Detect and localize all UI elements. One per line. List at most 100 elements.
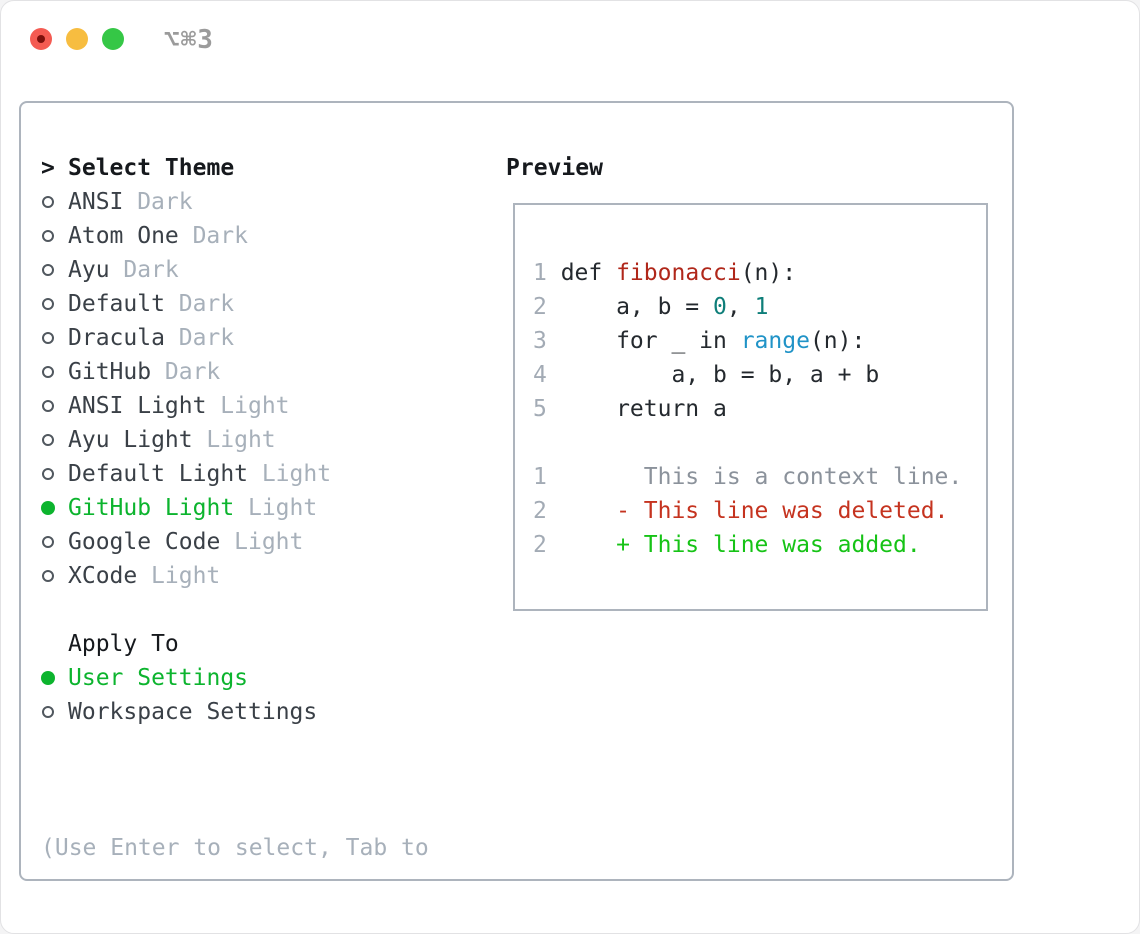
radio-circle [42,570,54,582]
code-segment: This is a context line. [560,464,963,490]
code-segment: fibonacci [616,260,741,286]
theme-option-atom-one[interactable]: Atom One Dark [41,219,331,253]
radio-icon [41,196,68,208]
theme-name: Atom One [68,223,179,249]
minimize-button[interactable] [66,28,88,50]
theme-variant-tag: Dark [164,359,221,385]
radio-icon [41,468,68,480]
radio-icon [41,298,68,310]
theme-name: Google Code [68,529,221,555]
theme-name: GitHub Light [68,495,235,521]
line-number: 1 [533,464,547,490]
theme-option-google-code[interactable]: Google Code Light [41,525,331,559]
code-line: 2 - This line was deleted. [533,494,986,528]
code-segment: for _ in [560,328,741,354]
radio-selected-icon [41,501,68,515]
theme-option-github[interactable]: GitHub Dark [41,355,331,389]
hint-text: (Use Enter to select, Tab to change focu… [41,763,429,933]
code-segment: def [560,260,617,286]
code-segment: (n): [809,328,866,354]
radio-circle [41,671,55,685]
code-line: 4 a, b = b, a + b [533,358,986,392]
theme-variant-tag: Light [206,427,276,453]
theme-option-default-light[interactable]: Default Light Light [41,457,331,491]
theme-name: GitHub [68,359,152,385]
close-button[interactable] [30,28,52,50]
line-number: 4 [533,362,547,388]
radio-icon [41,536,68,548]
radio-circle [42,332,54,344]
theme-name: Default [68,291,165,317]
radio-icon [41,230,68,242]
radio-icon [41,332,68,344]
theme-option-default[interactable]: Default Dark [41,287,331,321]
theme-name: Ayu [68,257,110,283]
radio-circle [42,298,54,310]
close-button-dot-icon [37,35,45,43]
apply-to-header: Apply To [41,627,331,661]
theme-variant-tag: Dark [123,257,179,283]
theme-name: ANSI Light [68,393,207,419]
theme-option-ayu[interactable]: Ayu Dark [41,253,331,287]
apply-option-workspace-settings[interactable]: Workspace Settings [41,695,331,729]
code-segment: (n): [740,260,797,286]
code-line: 5 return a [533,392,986,426]
theme-option-ansi-light[interactable]: ANSI Light Light [41,389,331,423]
radio-selected-icon [41,671,68,685]
radio-icon [41,570,68,582]
titlebar: ⌥⌘3 [1,1,1139,77]
theme-name: ANSI [68,189,124,215]
line-number: 2 [533,294,547,320]
radio-circle [42,230,54,242]
preview-header: Preview [506,155,603,181]
theme-name: Ayu Light [68,427,193,453]
theme-variant-tag: Light [234,529,304,555]
apply-option-user-settings[interactable]: User Settings [41,661,331,695]
code-line: 1 This is a context line. [533,460,986,494]
code-line: 3 for _ in range(n): [533,324,986,358]
theme-name: Default Light [68,461,249,487]
theme-option-ayu-light[interactable]: Ayu Light Light [41,423,331,457]
radio-icon [41,434,68,446]
theme-variant-tag: Dark [178,291,235,317]
radio-circle [42,706,54,718]
theme-name: Dracula [68,325,165,351]
code-line [533,426,986,460]
radio-circle [42,434,54,446]
theme-variant-tag: Dark [178,325,235,351]
radio-circle [42,536,54,548]
code-segment: a, b = [560,294,714,320]
code-segment: range [740,328,810,354]
theme-variant-tag: Dark [192,223,248,249]
radio-icon [41,264,68,276]
code-line: 2 + This line was added. [533,528,986,562]
theme-option-dracula[interactable]: Dracula Dark [41,321,331,355]
line-number: 2 [533,532,547,558]
select-theme-header: > Select Theme [41,151,331,185]
code-segment: + This line was added. [560,532,921,558]
code-segment: , [726,294,755,320]
select-theme-header-label: Select Theme [68,155,235,181]
line-number: 5 [533,396,547,422]
code-segment: - This line was deleted. [560,498,949,524]
theme-variant-tag: Light [261,461,332,487]
theme-variant-tag: Light [220,393,290,419]
apply-to-header-label: Apply To [68,631,179,657]
zoom-button[interactable] [102,28,124,50]
radio-circle [42,468,54,480]
hint-line-1: (Use Enter to select, Tab to [41,835,429,861]
radio-circle [41,501,55,515]
radio-icon [41,400,68,412]
radio-icon [41,706,68,718]
theme-variant-tag: Light [151,563,221,589]
radio-circle [42,264,54,276]
